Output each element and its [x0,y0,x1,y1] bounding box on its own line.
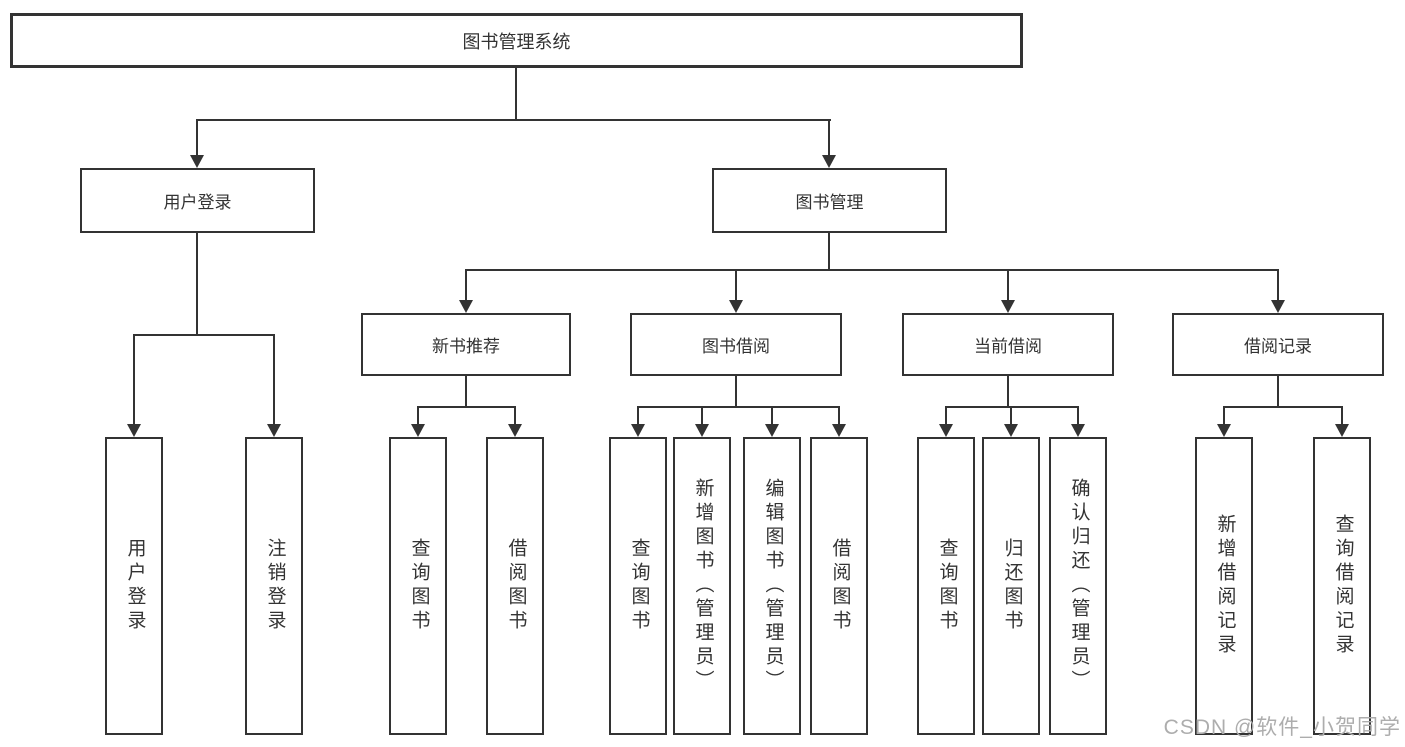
arrowhead-current-borrow [1001,300,1015,313]
node-book-borrow: 图书借阅 [630,313,842,376]
connector-leaf [1223,406,1225,424]
leaf-borrow-books: 借阅图书 [810,437,868,735]
connector-current-borrow-stub [1007,374,1009,407]
leaf-logout: 注销登录 [245,437,303,735]
connector-leaf [838,406,840,424]
connector-leaf [1341,406,1343,424]
arrowhead-leaf-logout [267,424,281,437]
leaf-add-borrow-record: 新增借阅记录 [1195,437,1253,735]
connector-borrow-records-branch [1223,406,1342,408]
arrowhead-book-borrow [729,300,743,313]
connector-borrow-records-stub [1277,374,1279,407]
connector-leaf [701,406,703,424]
leaf-query-books-current: 查询图书 [917,437,975,735]
connector-to-current-borrow [1007,269,1009,301]
arrowhead-leaf [1004,424,1018,437]
connector-leaf [771,406,773,424]
connector-new-book-stub [465,374,467,407]
connector-leaf [637,406,639,424]
connector-leaf [417,406,419,424]
connector-to-leaf-logout [273,334,275,424]
connector-book-borrow-stub [735,374,737,407]
node-new-book-recommend: 新书推荐 [361,313,571,376]
arrowhead-borrow-records [1271,300,1285,313]
arrowhead-leaf [832,424,846,437]
connector-leaf [1077,406,1079,424]
connector-to-leaf-login [133,334,135,424]
arrowhead-new-book [459,300,473,313]
arrowhead-leaf [695,424,709,437]
node-user-login: 用户登录 [80,168,315,233]
connector-to-book-borrow [735,269,737,301]
node-library-management-system: 图书管理系统 [10,13,1023,68]
connector-to-user-login [196,119,198,156]
connector-leaf [945,406,947,424]
connector-to-new-book [465,269,467,301]
leaf-query-borrow-record: 查询借阅记录 [1313,437,1371,735]
arrowhead-leaf [631,424,645,437]
arrowhead-leaf [411,424,425,437]
node-borrow-records: 借阅记录 [1172,313,1384,376]
connector-root-stub [515,66,517,120]
connector-level3-branch [465,269,1279,271]
connector-book-borrow-branch [637,406,840,408]
arrowhead-leaf [765,424,779,437]
arrowhead-leaf [939,424,953,437]
csdn-watermark: CSDN @软件_小贺同学 [1163,716,1401,739]
connector-user-login-branch [133,334,274,336]
arrowhead-book-management [822,155,836,168]
leaf-add-books-admin: 新增图书（管理员） [673,437,731,735]
node-book-management: 图书管理 [712,168,947,233]
connector-to-book-management [828,119,830,156]
connector-book-mgmt-stub [828,231,830,270]
connector-level2-branch [196,119,831,121]
connector-new-book-branch [417,406,516,408]
arrowhead-leaf [1217,424,1231,437]
arrowhead-user-login [190,155,204,168]
connector-leaf [514,406,516,424]
arrowhead-leaf [1071,424,1085,437]
node-current-borrow: 当前借阅 [902,313,1114,376]
arrowhead-leaf [1335,424,1349,437]
leaf-return-books: 归还图书 [982,437,1040,735]
leaf-confirm-return-admin: 确认归还（管理员） [1049,437,1107,735]
leaf-borrow-books-recommend: 借阅图书 [486,437,544,735]
leaf-query-books-recommend: 查询图书 [389,437,447,735]
arrowhead-leaf-login [127,424,141,437]
leaf-user-login: 用户登录 [105,437,163,735]
connector-to-borrow-records [1277,269,1279,301]
connector-user-login-stub [196,231,198,335]
connector-leaf [1010,406,1012,424]
arrowhead-leaf [508,424,522,437]
leaf-edit-books-admin: 编辑图书（管理员） [743,437,801,735]
leaf-query-books-borrow: 查询图书 [609,437,667,735]
